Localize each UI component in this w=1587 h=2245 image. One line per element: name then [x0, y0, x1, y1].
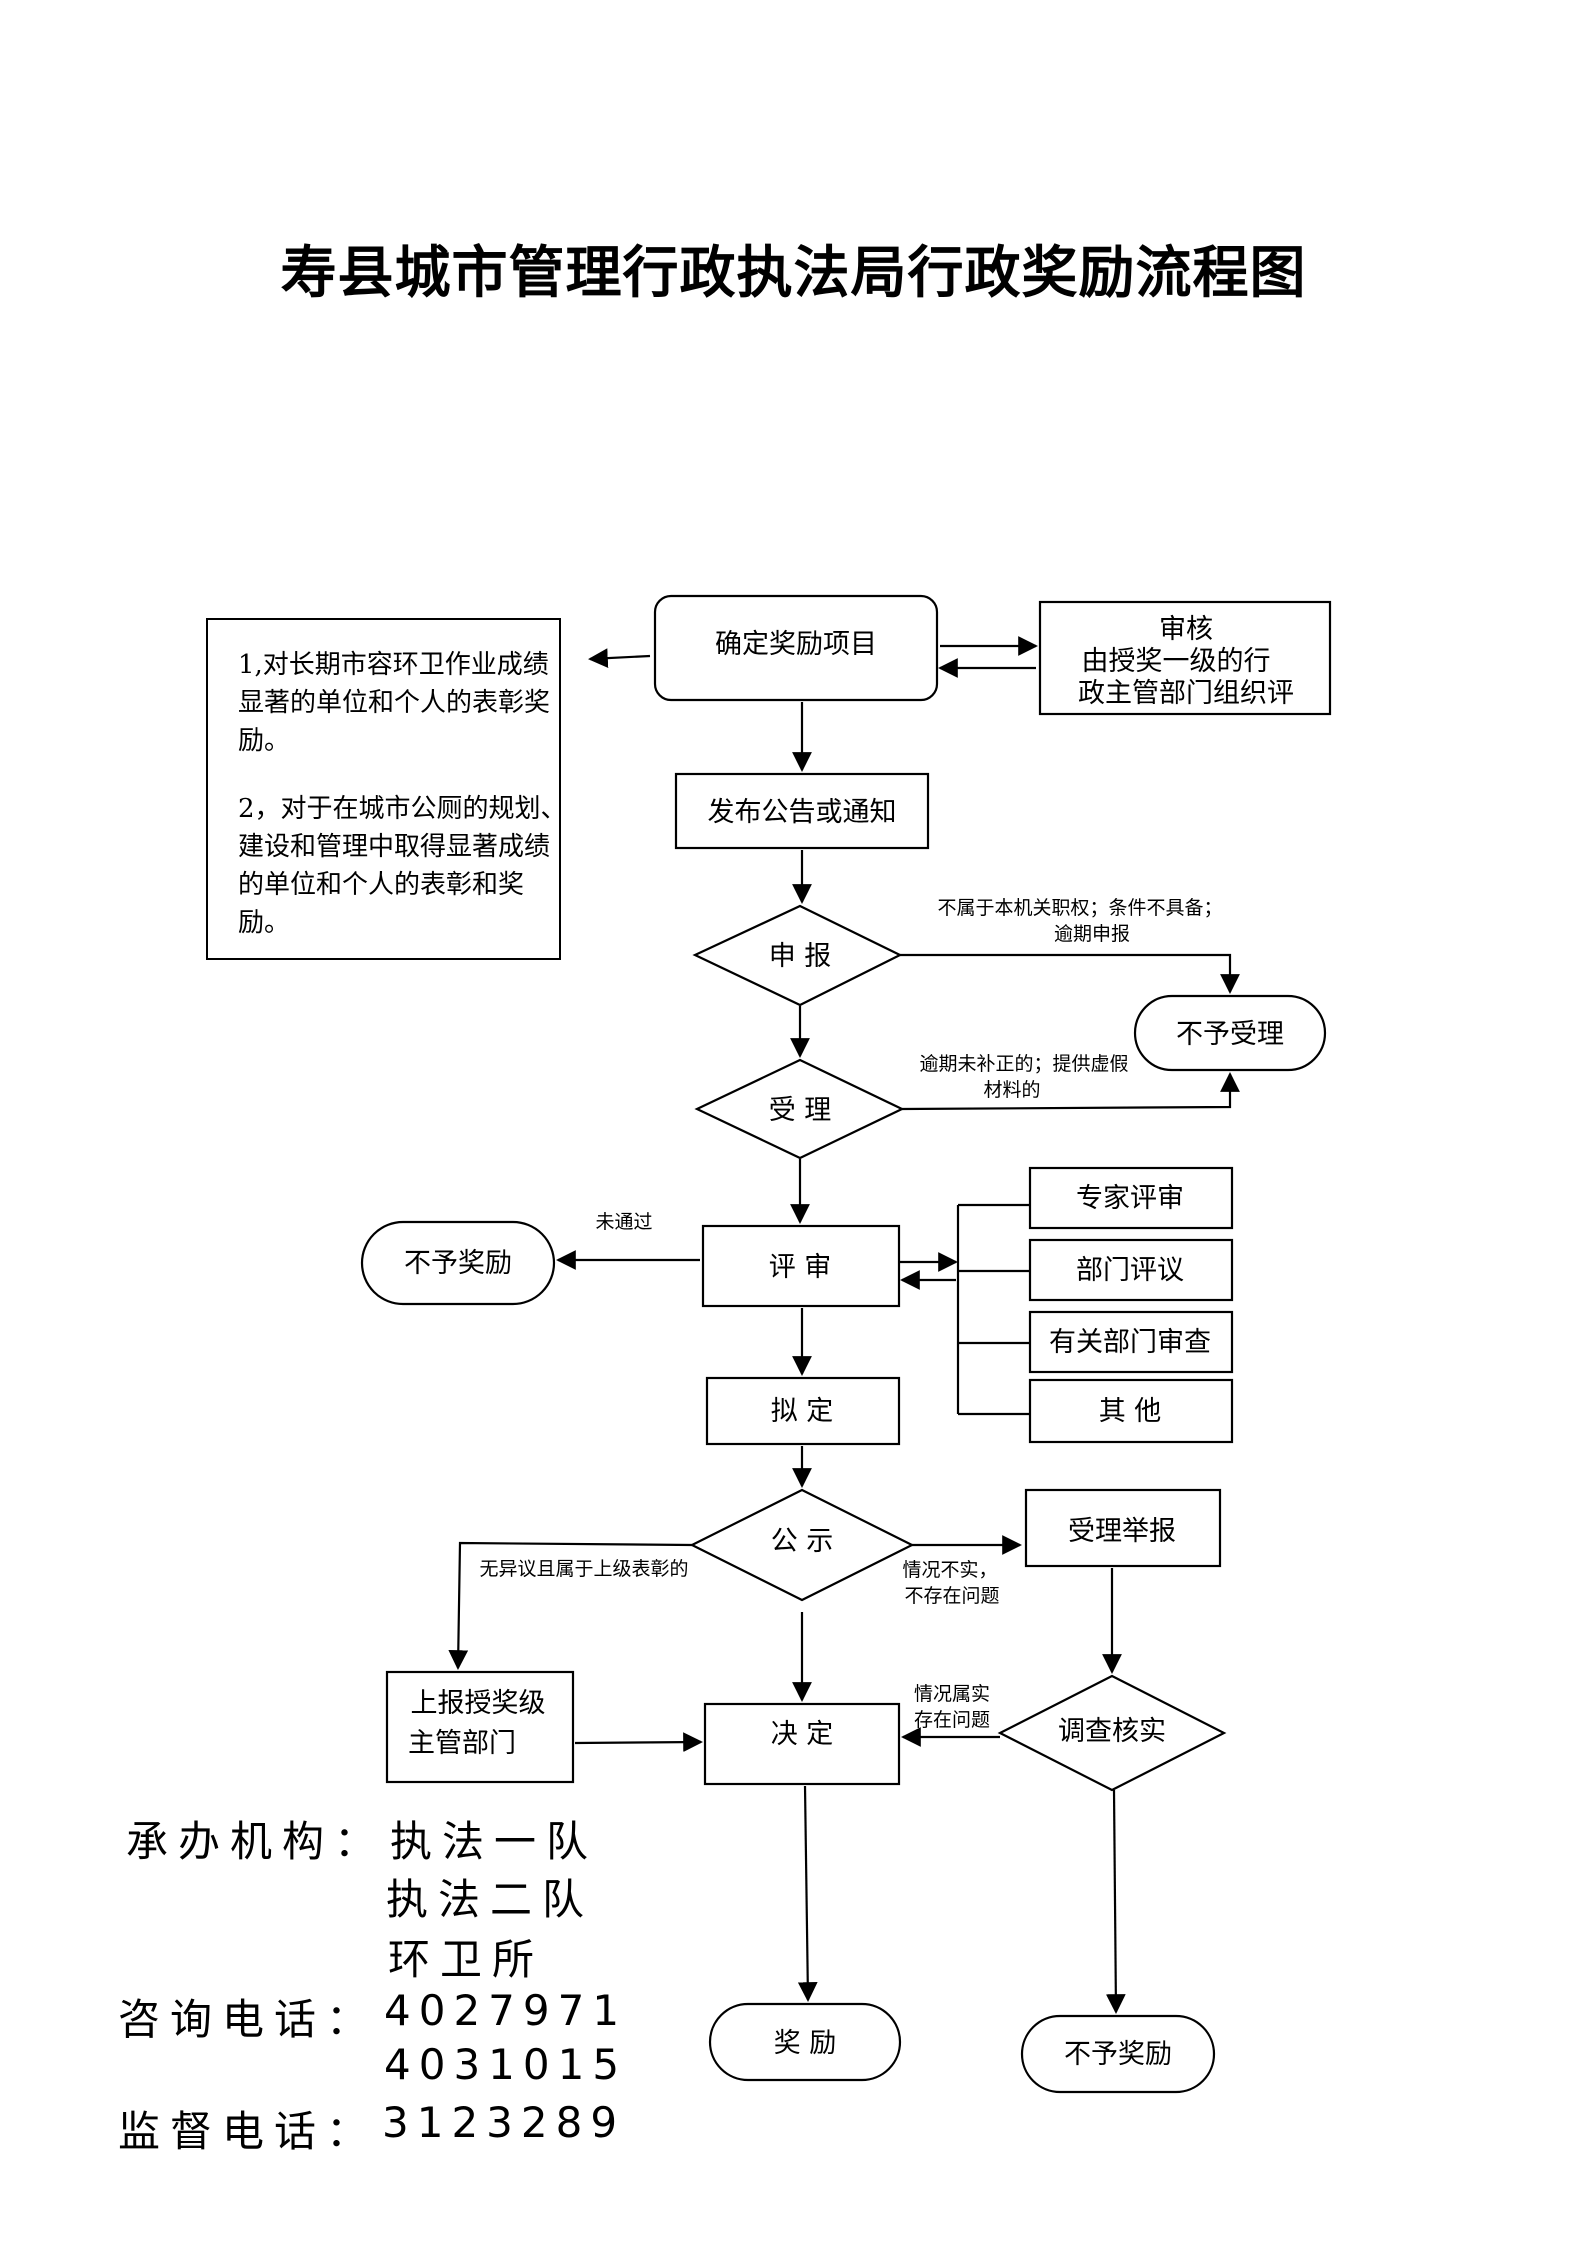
- true-label-2: 存在问题: [914, 1709, 990, 1731]
- publicize-node: [689, 1488, 915, 1602]
- accept-reject-label-2: 材料的: [983, 1079, 1040, 1101]
- org-1: 执法一队: [390, 1817, 599, 1866]
- review-line1-label: 由授奖一级的行: [1082, 646, 1271, 677]
- org-label: 承办机构：: [126, 1817, 387, 1866]
- criteria-item-1: 1,对长期市容环卫作业成绩显著的单位和个人的表彰奖励。: [238, 650, 551, 756]
- decide-node: [703, 1702, 901, 1786]
- reward-label: 奖 励: [774, 2028, 837, 2059]
- related-dept-check-label: 有关部门审查: [1049, 1327, 1211, 1358]
- accept-reject-label-1: 逾期未补正的；提供虚假: [919, 1053, 1128, 1075]
- edge-investigate-to-no-reward: [1105, 1789, 1126, 2014]
- page-title: 寿县城市管理行政执法局行政奖励流程图: [280, 241, 1307, 306]
- consult-phone-2: 4031015: [384, 2040, 628, 2089]
- criteria-item-2: 2，对于在城市公厕的规划、建设和管理中取得显著成绩的单位和个人的表彰和奖励。: [238, 794, 567, 938]
- investigate-label: 调查核实: [1058, 1716, 1166, 1747]
- review-note-node: [1038, 600, 1332, 716]
- draft-node: [705, 1376, 901, 1446]
- org-3: 环卫所: [388, 1935, 545, 1984]
- accept-node: [694, 1058, 905, 1160]
- edge-confirm-to-criteria: [588, 648, 651, 668]
- expert-review-label: 专家评审: [1076, 1183, 1184, 1214]
- dept-comment-label: 部门评议: [1076, 1255, 1184, 1286]
- no-reward-right-node: [1020, 2014, 1216, 2094]
- evaluate-label: 评 审: [769, 1252, 832, 1283]
- apply-reject-label-2: 逾期申报: [1054, 923, 1130, 945]
- review-title-label: 审核: [1159, 614, 1213, 645]
- reward-node: [708, 2002, 902, 2082]
- not-passed-label: 未通过: [595, 1211, 652, 1233]
- consult-phone-1: 4027971: [384, 1986, 628, 2035]
- accept-label: 受 理: [769, 1095, 832, 1126]
- true-label-1: 情况属实: [914, 1683, 990, 1705]
- no-reward-right-label: 不予奖励: [1064, 2039, 1172, 2070]
- accept-report-node: [1024, 1488, 1222, 1568]
- publish-label: 发布公告或通知: [708, 797, 897, 828]
- review-line2-label: 政主管部门组织评: [1078, 678, 1294, 709]
- edge-accept-to-reject: [901, 1072, 1240, 1111]
- org-2: 执法二队: [386, 1875, 595, 1924]
- decide-label: 决 定: [771, 1719, 834, 1750]
- confirm-project-node: [653, 594, 939, 702]
- confirm-project-label: 确定奖励项目: [715, 629, 877, 660]
- no-objection-label: 无异议且属于上级表彰的: [479, 1558, 688, 1580]
- evaluate-node: [701, 1224, 901, 1308]
- publicize-label: 公 示: [771, 1526, 834, 1557]
- reject-accept-label: 不予受理: [1176, 1019, 1284, 1050]
- consult-label: 咨询电话：: [118, 1995, 379, 2044]
- publish-node: [674, 772, 930, 850]
- supervise-phone: 3123289: [382, 2098, 626, 2147]
- no-reward-left-node: [360, 1220, 556, 1306]
- apply-label: 申 报: [769, 941, 832, 972]
- report-upper-line2-label: 主管部门: [408, 1728, 516, 1759]
- reward-criteria-box: 1,对长期市容环卫作业成绩显著的单位和个人的表彰奖励。 2，对于在城市公厕的规划…: [206, 618, 567, 960]
- edge-apply-to-reject: [900, 953, 1240, 994]
- other-label: 其 他: [1099, 1396, 1162, 1427]
- not-true-label-2: 不存在问题: [904, 1585, 999, 1607]
- edge-publicize-to-upper: [448, 1541, 693, 1670]
- no-reward-left-label: 不予奖励: [404, 1248, 512, 1279]
- report-upper-line1-label: 上报授奖级: [411, 1688, 546, 1719]
- apply-node: [692, 904, 903, 1007]
- reject-accept-node: [1133, 994, 1327, 1072]
- draft-label: 拟 定: [771, 1396, 834, 1427]
- investigate-node: [997, 1674, 1227, 1792]
- other-node: [1028, 1378, 1234, 1444]
- supervise-label: 监督电话：: [118, 2107, 379, 2156]
- apply-reject-label-1: 不属于本机关职权；条件不具备；: [937, 897, 1222, 919]
- edge-decide-to-reward: [797, 1785, 818, 2002]
- edge-upper-to-decide: [574, 1732, 703, 1753]
- not-true-label-1: 情况不实，: [902, 1559, 997, 1581]
- expert-review-node: [1028, 1166, 1234, 1230]
- report-upper-node: [385, 1670, 575, 1784]
- accept-report-label: 受理举报: [1068, 1516, 1176, 1547]
